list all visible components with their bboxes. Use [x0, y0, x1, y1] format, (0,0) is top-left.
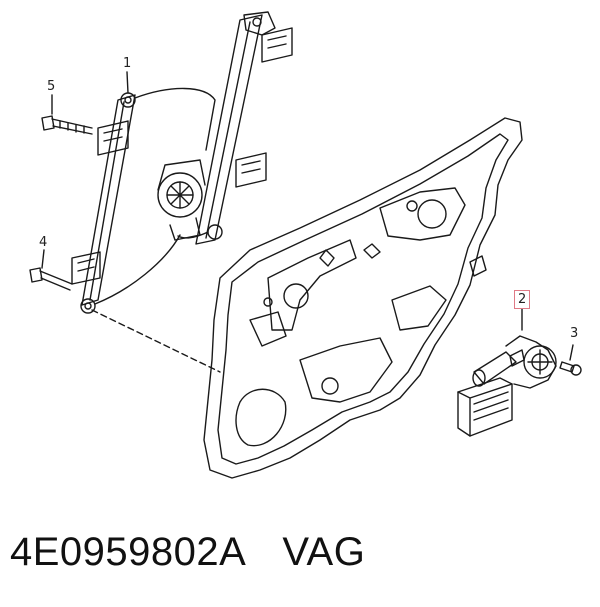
screw-part-3 [559, 361, 582, 376]
part-caption: 4E0959802A VAG [10, 530, 365, 575]
callout-5: 5 [47, 79, 56, 94]
callout-1: 1 [123, 56, 132, 71]
brand-name: VAG [282, 530, 366, 574]
parts-diagram [29, 11, 582, 479]
door-carrier-panel [203, 117, 523, 479]
window-regulator [71, 11, 293, 314]
callout-4: 4 [39, 235, 48, 250]
bolt-part-5 [41, 115, 93, 135]
callout-3: 3 [570, 326, 579, 341]
callout-2: 2 [514, 290, 531, 309]
part-number: 4E0959802A [10, 530, 247, 574]
bolt-part-4 [29, 267, 73, 291]
window-motor [457, 335, 557, 437]
